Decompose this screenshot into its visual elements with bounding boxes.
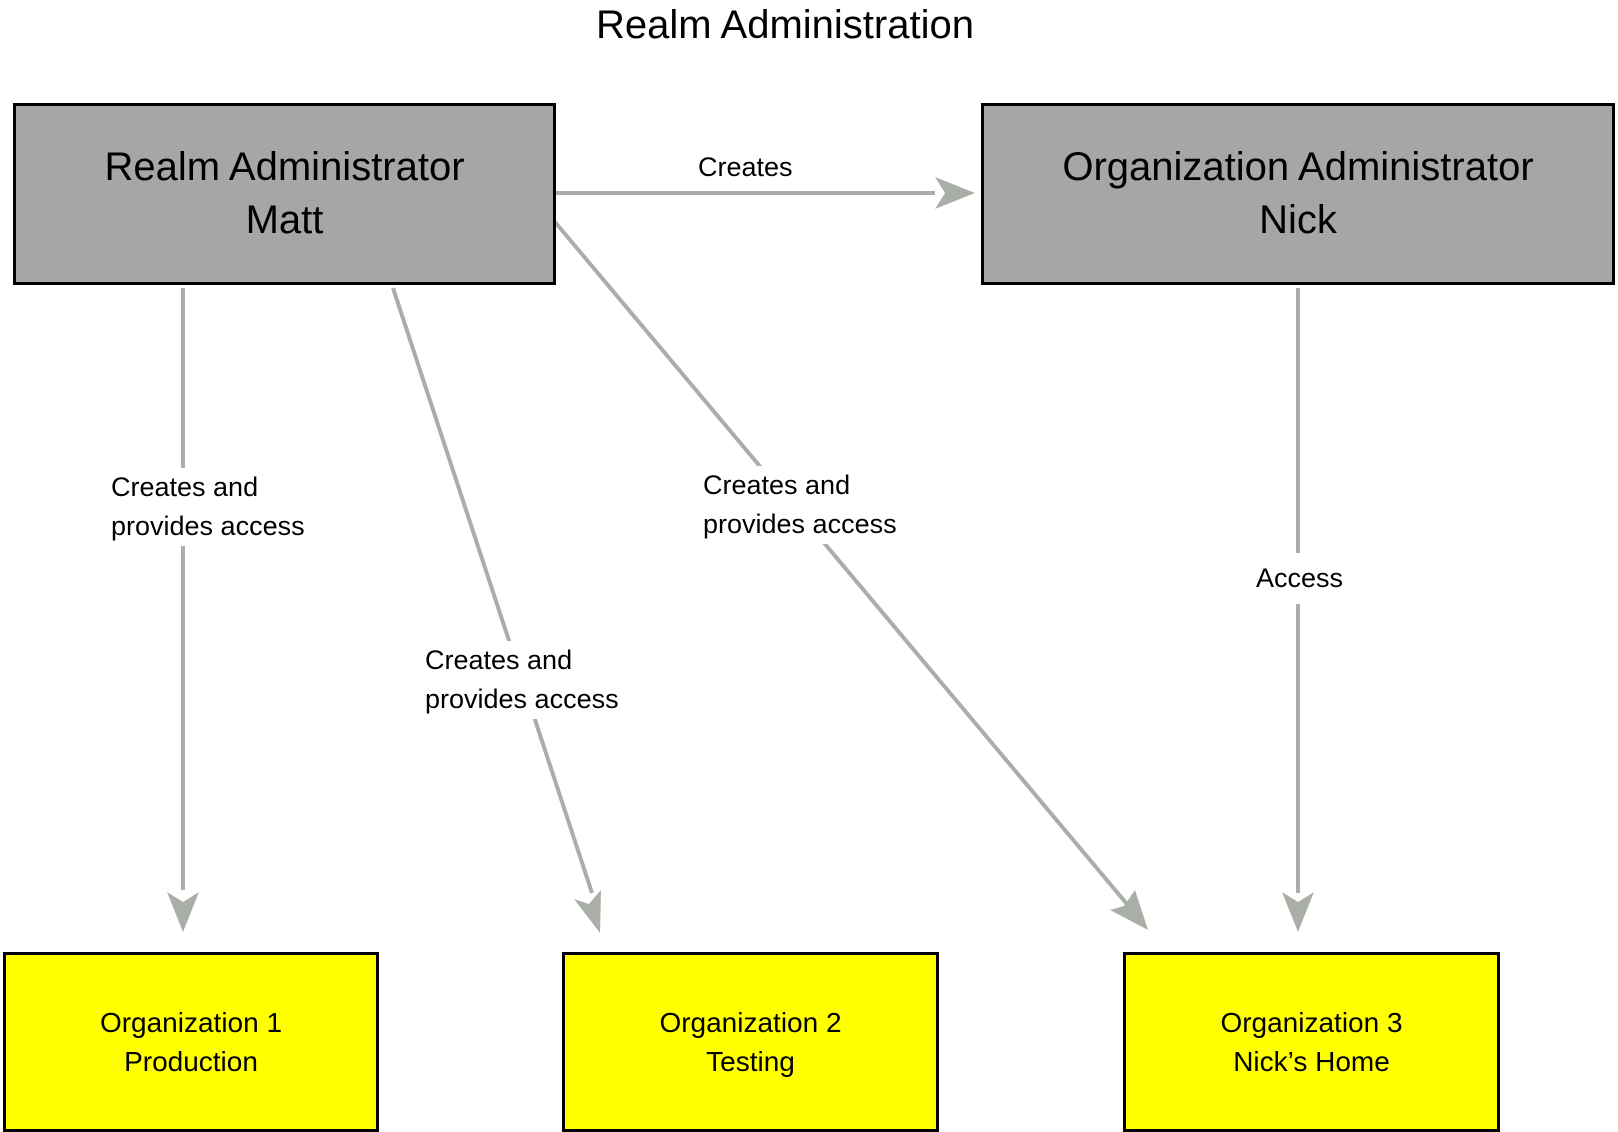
- org2-box: Organization 2 Testing: [562, 952, 939, 1132]
- org-admin-box: Organization Administrator Nick: [981, 103, 1615, 285]
- diagram-title: Realm Administration: [596, 3, 974, 47]
- org2-desc: Testing: [706, 1046, 795, 1077]
- edge-org3-line: [553, 220, 1144, 924]
- org2-name: Organization 2: [659, 1007, 842, 1038]
- org-admin-name: Nick: [1259, 198, 1337, 242]
- realm-admin-name: Matt: [245, 198, 324, 242]
- edge-org2-arrowhead: [574, 890, 601, 933]
- edge-org1-arrowhead: [167, 892, 199, 932]
- edge-access-label: Access: [1250, 553, 1350, 604]
- edge-org2-line: [391, 287, 594, 894]
- edge-org3-arrowhead: [1110, 890, 1148, 930]
- org1-name: Organization 1: [99, 1007, 283, 1038]
- edge-creates-arrowhead: [935, 177, 975, 209]
- edge-org1-label: Creates and provides access: [109, 468, 307, 546]
- org1-box: Organization 1 Production: [3, 952, 379, 1132]
- edge-org2-label: Creates and provides access: [423, 641, 621, 719]
- edge-access-arrowhead: [1282, 892, 1314, 932]
- realm-admin-box: Realm Administrator Matt: [13, 103, 556, 285]
- org3-box: Organization 3 Nick’s Home: [1123, 952, 1500, 1132]
- org3-name: Organization 3: [1220, 1007, 1403, 1038]
- realm-admin-role: Realm Administrator: [104, 145, 465, 189]
- edge-creates-label: Creates: [698, 152, 793, 182]
- org-admin-role: Organization Administrator: [1062, 145, 1534, 189]
- org3-desc: Nick’s Home: [1233, 1046, 1390, 1077]
- edge-org3-label: Creates and provides access: [701, 466, 899, 544]
- org1-desc: Production: [124, 1046, 258, 1077]
